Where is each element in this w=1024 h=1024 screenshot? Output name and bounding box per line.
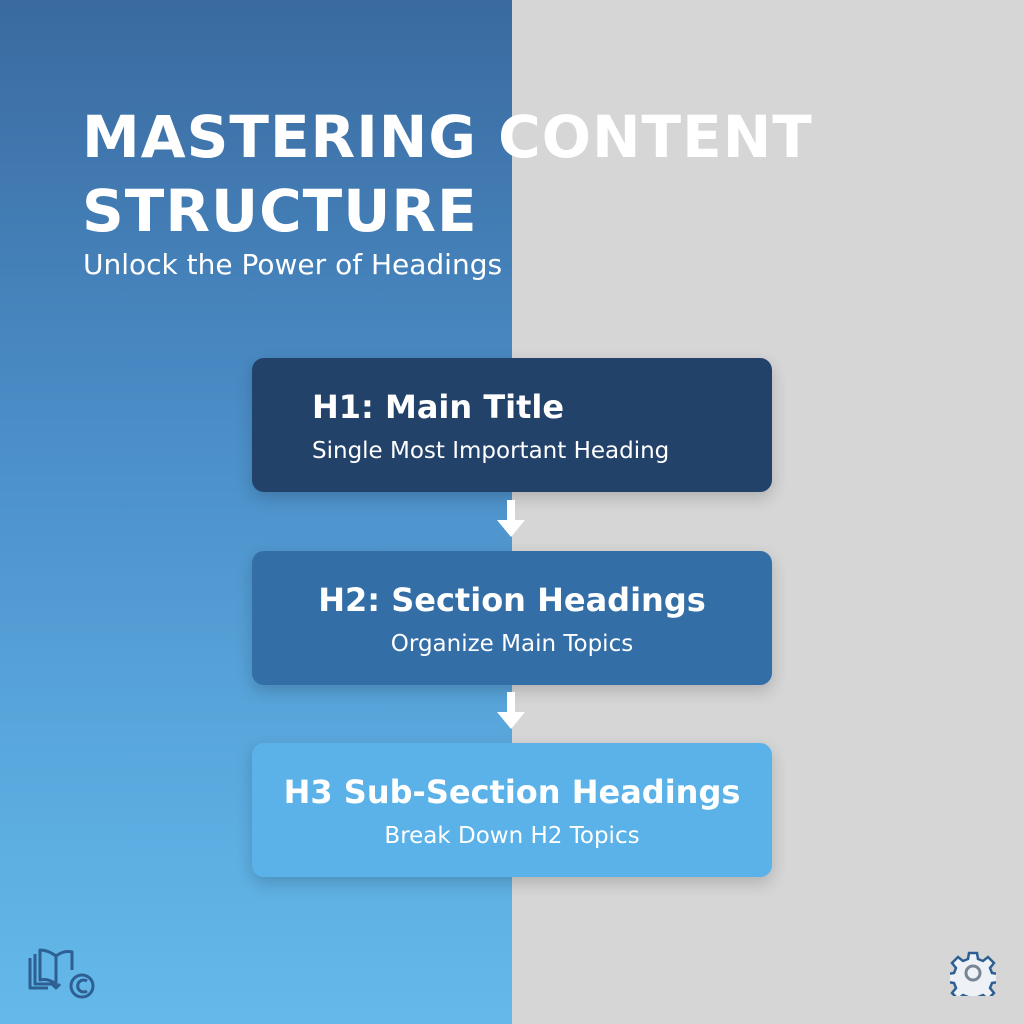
- h2-description: Organize Main Topics: [390, 631, 634, 657]
- book-logo-icon: [28, 948, 95, 999]
- arrow-down-icon: [497, 500, 525, 537]
- h1-box: H1: Main Title Single Most Important Hea…: [252, 358, 772, 492]
- gear-icon: [950, 951, 996, 996]
- h1-heading: H1: Main Title: [312, 388, 565, 426]
- h2-box: H2: Section Headings Organize Main Topic…: [252, 551, 772, 685]
- title-line-1: MASTERING CONTENT: [82, 103, 813, 171]
- h1-description: Single Most Important Heading: [312, 438, 670, 464]
- h3-description: Break Down H2 Topics: [384, 823, 640, 849]
- subtitle: Unlock the Power of Headings: [83, 248, 503, 281]
- arrow-down-icon: [497, 692, 525, 729]
- h2-heading: H2: Section Headings: [318, 581, 706, 619]
- page-title: MASTERING CONTENT STRUCTURE: [82, 100, 813, 248]
- title-line-2: STRUCTURE: [82, 177, 478, 245]
- h3-heading: H3 Sub-Section Headings: [283, 773, 741, 811]
- h3-box: H3 Sub-Section Headings Break Down H2 To…: [252, 743, 772, 877]
